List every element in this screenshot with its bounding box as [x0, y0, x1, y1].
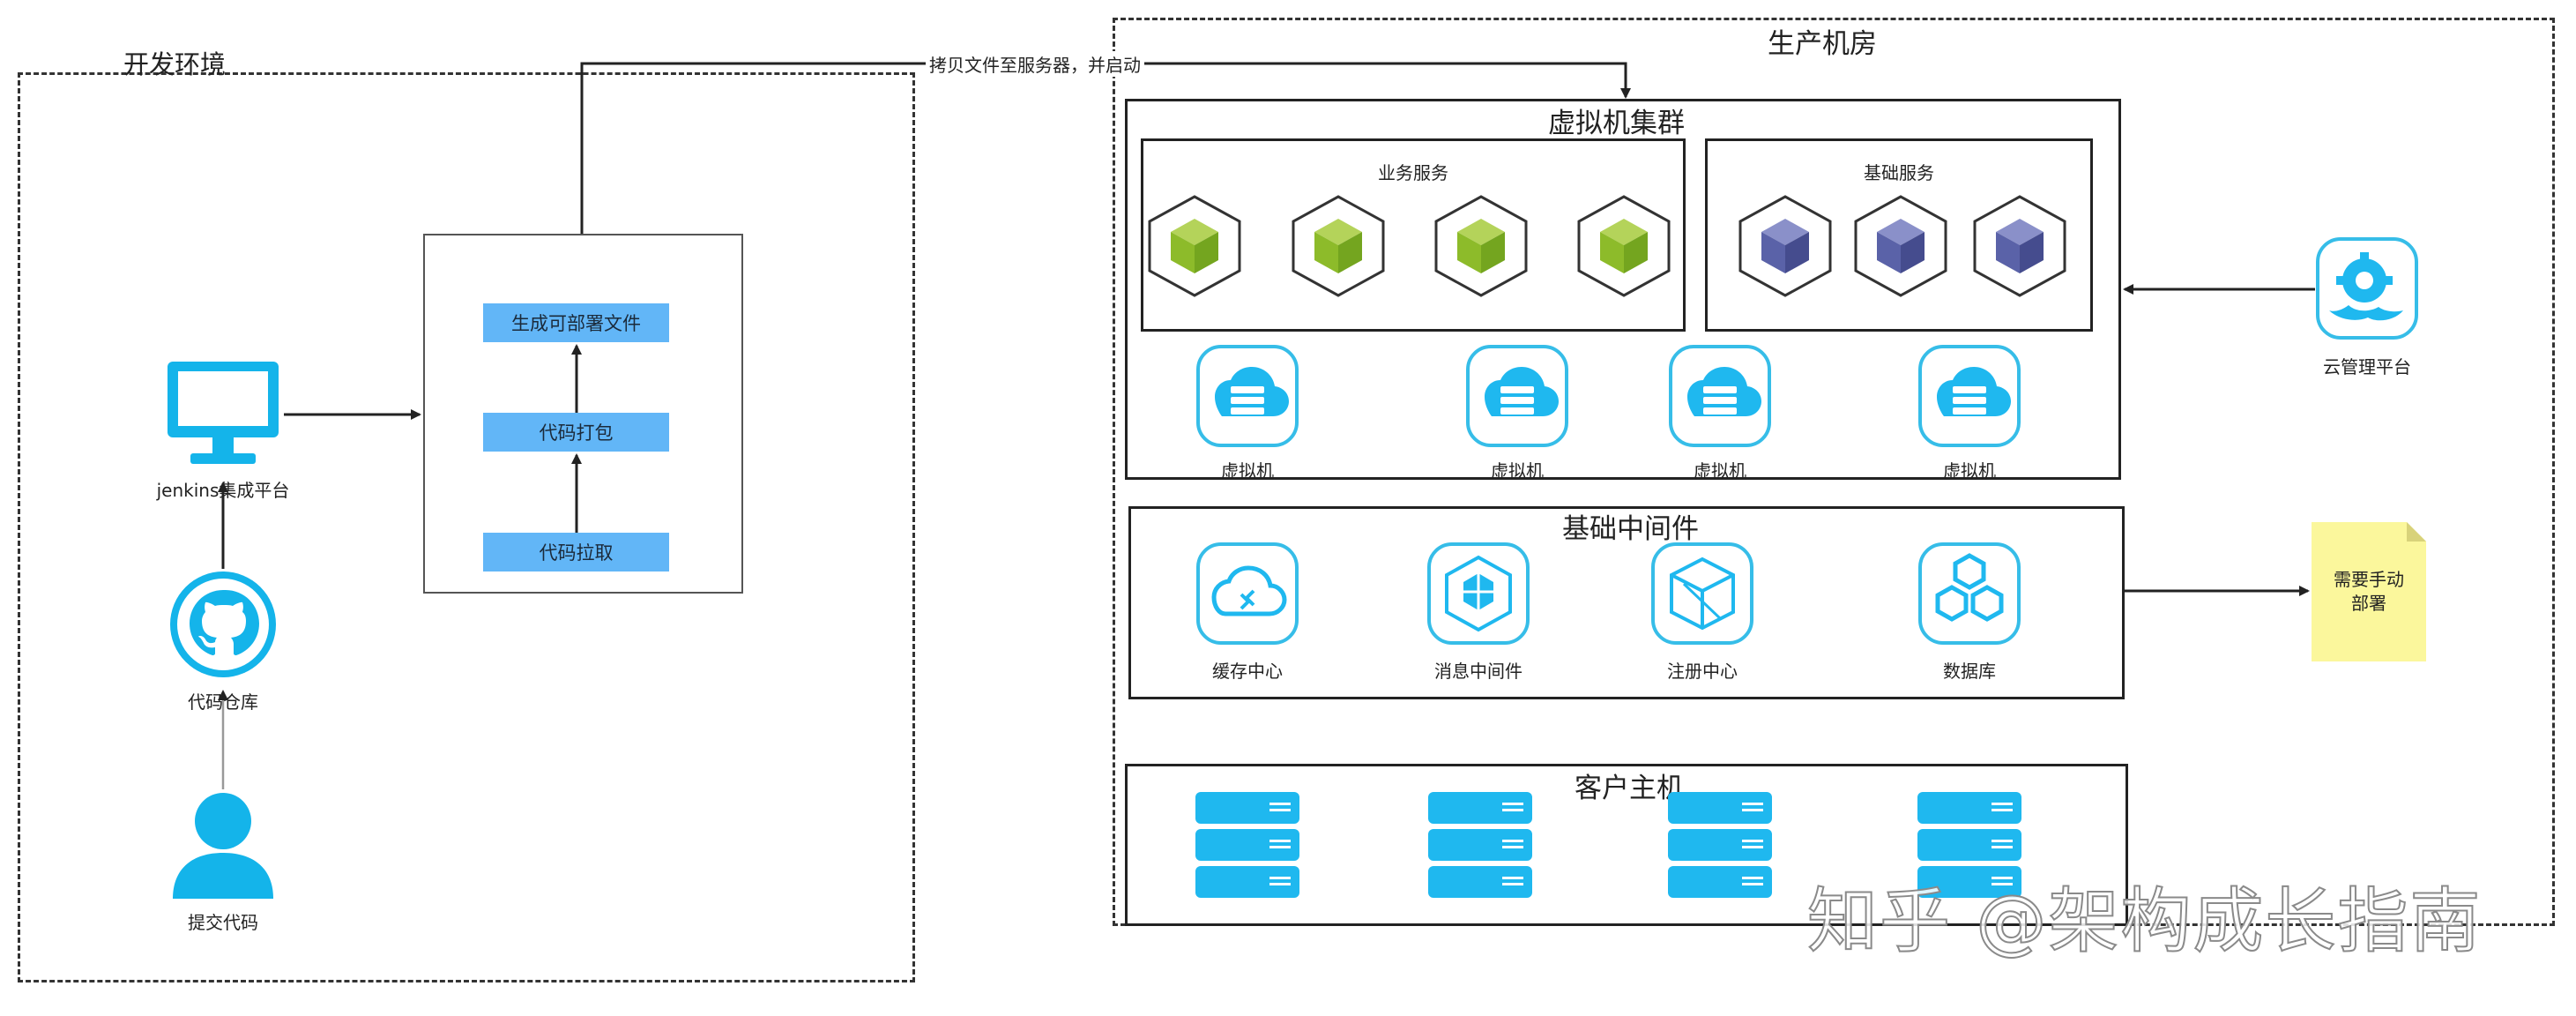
- business-service-cube-icon[interactable]: [1575, 194, 1672, 298]
- commit-label: 提交代码: [188, 912, 258, 933]
- base-service-cube-icon[interactable]: [1737, 194, 1834, 298]
- business-service-cube-icon[interactable]: [1433, 194, 1530, 298]
- business-service-cube-icon[interactable]: [1146, 194, 1243, 298]
- business-services-box: [1141, 138, 1686, 332]
- message-middleware-icon[interactable]: [1426, 542, 1530, 646]
- production-room-title: 生产机房: [1768, 28, 1877, 60]
- base-service-cube-icon[interactable]: [1852, 194, 1949, 298]
- middleware-label: 数据库: [1943, 661, 1996, 682]
- cloud-management-icon[interactable]: [2315, 236, 2419, 340]
- monitor-icon[interactable]: [164, 358, 282, 469]
- server-stack-icon[interactable]: [1428, 792, 1532, 898]
- client-hosts-box: [1125, 764, 2128, 926]
- dev-environment-frame: [18, 72, 915, 982]
- cloud-management-label: 云管理平台: [2323, 356, 2411, 377]
- dev-environment-title: 开发环境: [123, 49, 227, 79]
- business-services-title: 业务服务: [1378, 162, 1448, 183]
- middleware-label: 缓存中心: [1212, 661, 1283, 682]
- github-icon[interactable]: [168, 569, 279, 680]
- middleware-box: [1128, 506, 2125, 699]
- vm-cluster-box: [1125, 99, 2121, 480]
- vm-label: 虚拟机: [1221, 460, 1274, 482]
- manual-deploy-note: 需要手动 部署: [2312, 522, 2426, 661]
- middleware-label: 消息中间件: [1434, 661, 1523, 682]
- vm-cluster-title: 虚拟机集群: [1548, 108, 1685, 139]
- copy-to-server-arrow: [580, 62, 1631, 234]
- base-services-box: [1705, 138, 2093, 332]
- registry-center-icon[interactable]: [1650, 542, 1754, 646]
- user-icon[interactable]: [168, 789, 279, 900]
- client-hosts-title: 客户主机: [1575, 773, 1684, 804]
- base-services-title: 基础服务: [1864, 162, 1934, 183]
- server-stack-icon[interactable]: [1195, 792, 1299, 898]
- server-stack-icon[interactable]: [1917, 792, 2021, 898]
- build-pipeline-box: [423, 234, 743, 594]
- step-pull-code[interactable]: 代码拉取: [483, 533, 669, 572]
- middleware-title: 基础中间件: [1562, 513, 1699, 545]
- vm-cloud-server-icon[interactable]: [1465, 344, 1569, 448]
- vm-cloud-server-icon[interactable]: [1917, 344, 2021, 448]
- step-package[interactable]: 代码打包: [483, 413, 669, 452]
- business-service-cube-icon[interactable]: [1290, 194, 1387, 298]
- note-line-2: 部署: [2351, 593, 2386, 614]
- vm-label: 虚拟机: [1694, 460, 1746, 482]
- step-generate-deployable[interactable]: 生成可部署文件: [483, 303, 669, 342]
- vm-cloud-server-icon[interactable]: [1668, 344, 1772, 448]
- cache-cloud-icon[interactable]: [1195, 542, 1299, 646]
- copy-arrow-label: 拷贝文件至服务器，并启动: [926, 51, 1144, 77]
- base-service-cube-icon[interactable]: [1971, 194, 2068, 298]
- vm-label: 虚拟机: [1491, 460, 1544, 482]
- server-stack-icon[interactable]: [1668, 792, 1772, 898]
- vm-cloud-server-icon[interactable]: [1195, 344, 1299, 448]
- middleware-label: 注册中心: [1667, 661, 1738, 682]
- watermark-text: 知乎 @架构成长指南: [1806, 879, 2483, 963]
- database-icon[interactable]: [1917, 542, 2021, 646]
- vm-label: 虚拟机: [1943, 460, 1996, 482]
- note-line-1: 需要手动: [2334, 569, 2404, 590]
